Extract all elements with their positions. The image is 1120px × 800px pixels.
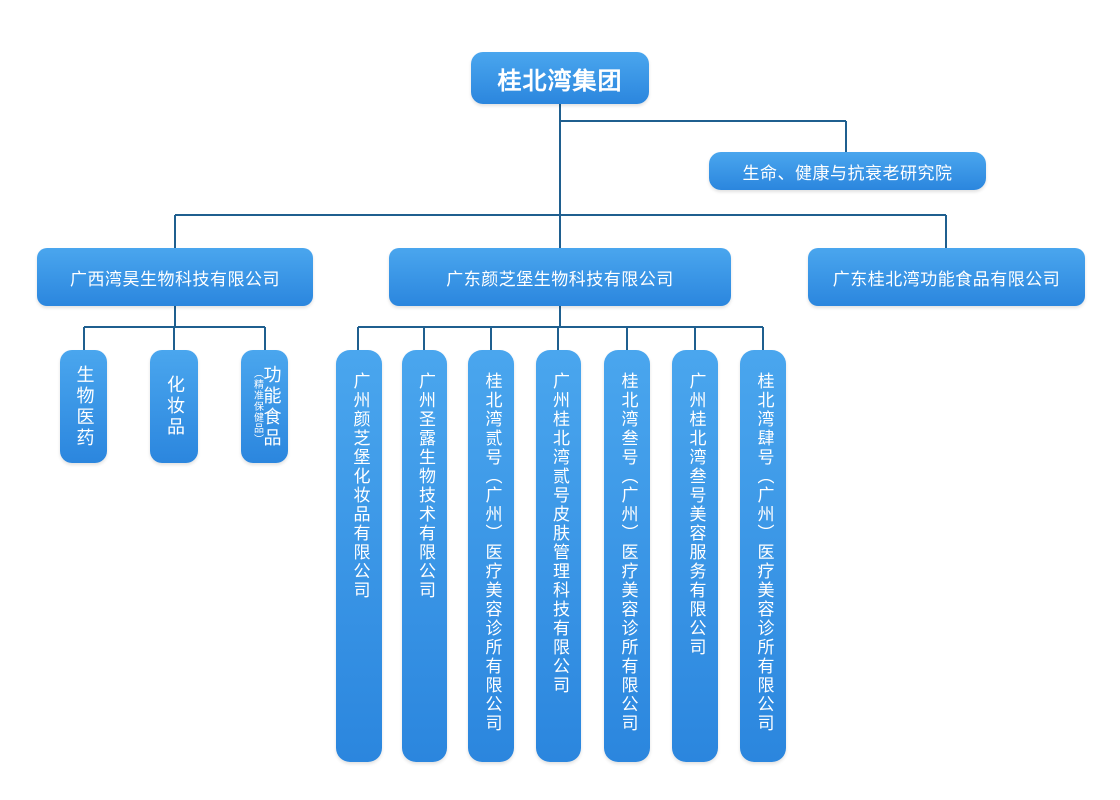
unit-node: 广州圣露生物技术有限公司: [402, 350, 447, 762]
unit-node: 广州桂北湾贰号皮肤管理科技有限公司: [536, 350, 581, 762]
subsidiary-node-yanzhibao: 广东颜芝堡生物科技有限公司: [389, 248, 731, 306]
product-label: 化妆品: [164, 375, 185, 438]
product-label: 功能食品: [260, 364, 282, 449]
product-node-functional-food: （精准保健品） 功能食品: [241, 350, 288, 463]
unit-label: 广州桂北湾贰号皮肤管理科技有限公司: [549, 372, 569, 695]
institute-node: 生命、健康与抗衰老研究院: [709, 152, 986, 190]
unit-label: 桂北湾叁号（广州）医疗美容诊所有限公司: [617, 372, 638, 733]
subsidiary-node-wanhao: 广西湾昊生物科技有限公司: [37, 248, 313, 306]
unit-node: 广州桂北湾叁号美容服务有限公司: [672, 350, 718, 762]
institute-label: 生命、健康与抗衰老研究院: [742, 163, 953, 184]
subsidiary-label: 广东桂北湾功能食品有限公司: [832, 269, 1061, 290]
unit-label: 广州桂北湾叁号美容服务有限公司: [685, 372, 706, 657]
product-node-cosmetics: 化妆品: [150, 350, 198, 463]
unit-node: 广州颜芝堡化妆品有限公司: [336, 350, 382, 762]
subsidiary-label: 广西湾昊生物科技有限公司: [70, 269, 280, 290]
root-node: 桂北湾集团: [471, 52, 649, 104]
unit-label: 广州颜芝堡化妆品有限公司: [349, 372, 370, 600]
unit-label: 广州圣露生物技术有限公司: [415, 372, 435, 600]
unit-node: 桂北湾叁号（广州）医疗美容诊所有限公司: [604, 350, 650, 762]
subsidiary-node-food: 广东桂北湾功能食品有限公司: [808, 248, 1085, 306]
unit-label: 桂北湾肆号（广州）医疗美容诊所有限公司: [753, 372, 774, 733]
subsidiary-label: 广东颜芝堡生物科技有限公司: [446, 269, 674, 290]
product-note: （精准保健品）: [251, 368, 263, 445]
product-node-biomedicine: 生物医药: [60, 350, 107, 463]
unit-node: 桂北湾肆号（广州）医疗美容诊所有限公司: [740, 350, 786, 762]
unit-label: 桂北湾贰号（广州）医疗美容诊所有限公司: [481, 372, 502, 733]
product-label: 生物医药: [73, 364, 95, 449]
root-label: 桂北湾集团: [497, 66, 623, 95]
unit-node: 桂北湾贰号（广州）医疗美容诊所有限公司: [468, 350, 514, 762]
